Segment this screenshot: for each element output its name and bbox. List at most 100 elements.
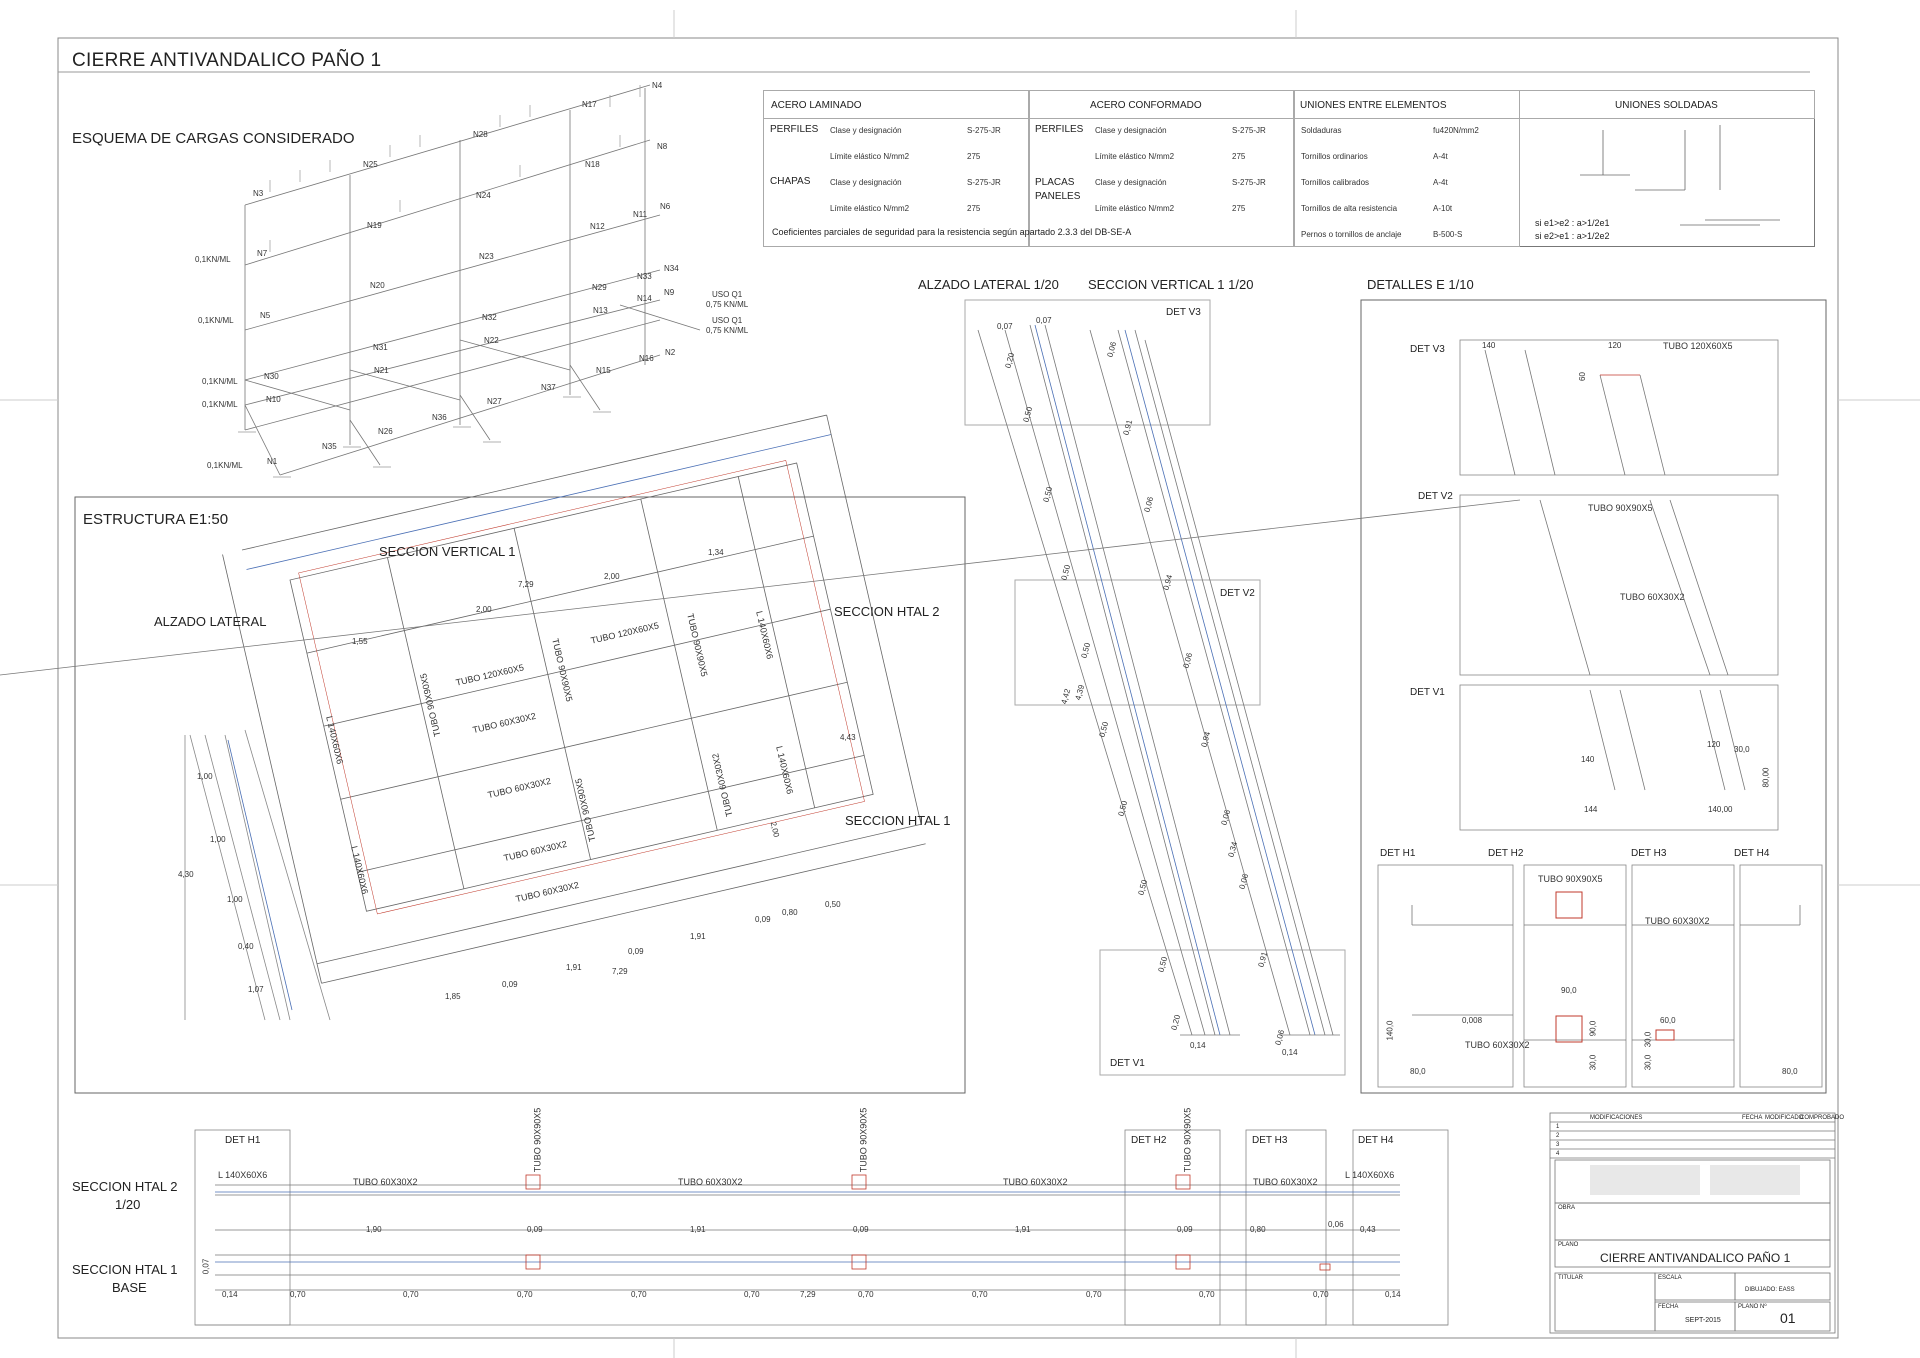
dim-label: 0,70 — [1086, 1290, 1102, 1299]
prop-label: Límite elástico N/mm2 — [1095, 152, 1175, 161]
node-label: N24 — [476, 191, 491, 200]
det-v2-tube-2: TUBO 60X30X2 — [1620, 592, 1685, 602]
dim-label: 1,00 — [197, 772, 213, 781]
acero-laminado-title: ACERO LAMINADO — [771, 100, 862, 111]
prop-label: Clase y designación — [1095, 126, 1167, 135]
prop-label: Soldaduras — [1301, 126, 1342, 135]
dim-label: 60,0 — [1660, 1016, 1676, 1025]
dim-label: 4,30 — [178, 870, 194, 879]
dim-label: 1,00 — [210, 835, 226, 844]
dim-label: 7,29 — [518, 580, 534, 589]
dim-label: 1,90 — [366, 1225, 382, 1234]
dim-label: 2,00 — [476, 605, 492, 614]
dim-label: 0,50 — [825, 900, 841, 909]
node-label: N35 — [322, 442, 337, 451]
group-label: PERFILES — [1035, 124, 1084, 135]
title-block-logos — [1590, 1165, 1800, 1195]
load-scheme-grid — [244, 84, 701, 476]
htal1-title: SECCION HTAL 1 — [72, 1262, 178, 1277]
dim-label: 120 — [1608, 341, 1622, 350]
node-label: N10 — [266, 395, 281, 404]
dim-label: 0,06 — [1328, 1220, 1344, 1229]
dim-label: 0,07 — [1036, 316, 1052, 325]
tb-plano-label: PLANO — [1558, 1242, 1579, 1248]
node-label: N19 — [367, 221, 382, 230]
prop-value: S-275-JR — [967, 178, 1001, 187]
prop-label: Clase y designación — [830, 178, 902, 187]
det-h-label: DET H3 — [1631, 848, 1667, 859]
node-label: N31 — [373, 343, 388, 352]
prop-value: S-275-JR — [967, 126, 1001, 135]
soldadas-rule-1: si e1>e2 : a>1/2e1 — [1535, 218, 1610, 228]
soldadas-rule-2: si e2>e1 : a>1/2e2 — [1535, 231, 1610, 241]
dim-label: 0,09 — [527, 1225, 543, 1234]
dim-label: 0,09 — [853, 1225, 869, 1234]
dim-label: 80,0 — [1410, 1067, 1426, 1076]
prop-value: 275 — [967, 204, 981, 213]
prop-value: S-275-JR — [1232, 178, 1266, 187]
htal-profile-left: L 140X60X6 — [218, 1170, 268, 1180]
acero-conformado-title: ACERO CONFORMADO — [1090, 100, 1202, 111]
node-label: N28 — [473, 130, 488, 139]
dim-label: 0,70 — [631, 1290, 647, 1299]
dim-label: 30,0 — [1588, 1054, 1598, 1071]
tb-plano-no: 01 — [1780, 1310, 1796, 1326]
dim-label: 1,91 — [1015, 1225, 1031, 1234]
node-label: N4 — [652, 81, 663, 90]
dim-label: 1,91 — [690, 1225, 706, 1234]
sheet-title: CIERRE ANTIVANDALICO PAÑO 1 — [72, 50, 382, 71]
dim-label: 0,70 — [858, 1290, 874, 1299]
tb-plano-title: CIERRE ANTIVANDALICO PAÑO 1 — [1600, 1251, 1791, 1265]
node-label: N20 — [370, 281, 385, 290]
det-h-label: DET H2 — [1488, 848, 1524, 859]
dim-label: 0,70 — [403, 1290, 419, 1299]
dim-label: 0,70 — [744, 1290, 760, 1299]
node-label: N21 — [374, 366, 389, 375]
coef-note: Coeficientes parciales de seguridad para… — [772, 227, 1132, 237]
prop-value: A-10t — [1433, 204, 1453, 213]
dim-label: 0,07 — [201, 1258, 211, 1275]
alzado-lateral-small — [184, 729, 331, 1021]
tb-header: MODIFICADO — [1765, 1115, 1804, 1121]
details-title: DETALLES E 1/10 — [1367, 277, 1474, 292]
det-v2-label: DET V2 — [1418, 491, 1453, 502]
dim-label: 30,0 — [1643, 1031, 1653, 1048]
load-label: 0,1KN/ML — [198, 316, 234, 325]
dim-label: 0,09 — [502, 980, 518, 989]
tb-titular: TITULAR — [1558, 1275, 1584, 1281]
dim-label: 0,70 — [1199, 1290, 1215, 1299]
prop-label: Límite elástico N/mm2 — [1095, 204, 1175, 213]
htal-post-label: TUBO 90X90X5 — [1182, 1107, 1193, 1173]
dim-label: 90,0 — [1588, 1020, 1598, 1037]
det-v2-tube-1: TUBO 90X90X5 — [1588, 503, 1653, 513]
htal-post-label: TUBO 90X90X5 — [858, 1107, 869, 1173]
prop-label: Tornillos de alta resistencia — [1301, 204, 1398, 213]
node-label: N34 — [664, 264, 679, 273]
prop-value: fu420N/mm2 — [1433, 126, 1479, 135]
htal-det-label: DET H1 — [225, 1135, 261, 1146]
prop-label: Pernos o tornillos de anclaje — [1301, 230, 1402, 239]
dim-label: 0,70 — [517, 1290, 533, 1299]
prop-label: Tornillos calibrados — [1301, 178, 1370, 187]
htal1-sub: BASE — [112, 1280, 147, 1295]
uniones-title: UNIONES ENTRE ELEMENTOS — [1300, 100, 1447, 111]
node-label: N1 — [267, 457, 278, 466]
tb-header: COMPROBADO — [1800, 1115, 1845, 1121]
detail-linework — [0, 349, 1801, 1041]
label-alzado-lateral: ALZADO LATERAL — [154, 614, 267, 629]
dim-label: 0,14 — [1385, 1290, 1401, 1299]
node-label: N33 — [637, 272, 652, 281]
prop-value: A-4t — [1433, 152, 1448, 161]
dim-label: 0,09 — [628, 947, 644, 956]
det-v1-tag: DET V1 — [1110, 1058, 1145, 1069]
prop-value: S-275-JR — [1232, 126, 1266, 135]
materials-header-row — [763, 90, 1815, 119]
node-label: N26 — [378, 427, 393, 436]
htal-rail-label: TUBO 60X30X2 — [1253, 1177, 1318, 1187]
structure-title: ESTRUCTURA E1:50 — [83, 511, 229, 528]
dim-label: 1,91 — [566, 963, 582, 972]
dim-label: 0,09 — [1177, 1225, 1193, 1234]
soldadas-title: UNIONES SOLDADAS — [1615, 100, 1718, 111]
node-label: N36 — [432, 413, 447, 422]
